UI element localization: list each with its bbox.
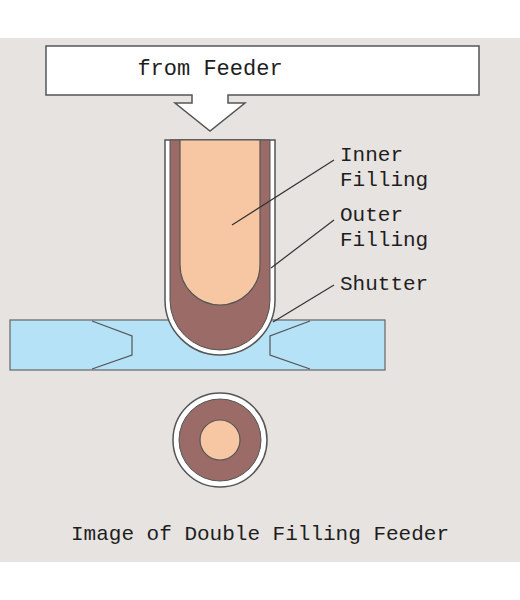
leader-line bbox=[232, 160, 334, 225]
section-inner-filling bbox=[200, 420, 240, 460]
feeder-label: from Feeder bbox=[45, 57, 375, 83]
section-outer-filling bbox=[179, 399, 261, 481]
nozzle-tube bbox=[165, 140, 275, 355]
outer-filling bbox=[170, 140, 270, 350]
shutter-notch bbox=[92, 321, 132, 369]
section-outer bbox=[173, 393, 267, 487]
part-name: Shutter bbox=[340, 272, 450, 297]
leader-line bbox=[273, 285, 334, 322]
caption: Image of Double Filling Feeder bbox=[0, 522, 520, 548]
feeder-box: from Feeder bbox=[45, 45, 480, 133]
part-name: Inner Filling bbox=[340, 143, 450, 193]
part-name: Outer Filling bbox=[340, 203, 450, 253]
leader-line bbox=[271, 220, 334, 268]
inner-filling bbox=[180, 140, 260, 305]
background-panel bbox=[0, 38, 520, 562]
feeder-arrow bbox=[46, 46, 479, 131]
shutter-notch bbox=[270, 321, 310, 369]
